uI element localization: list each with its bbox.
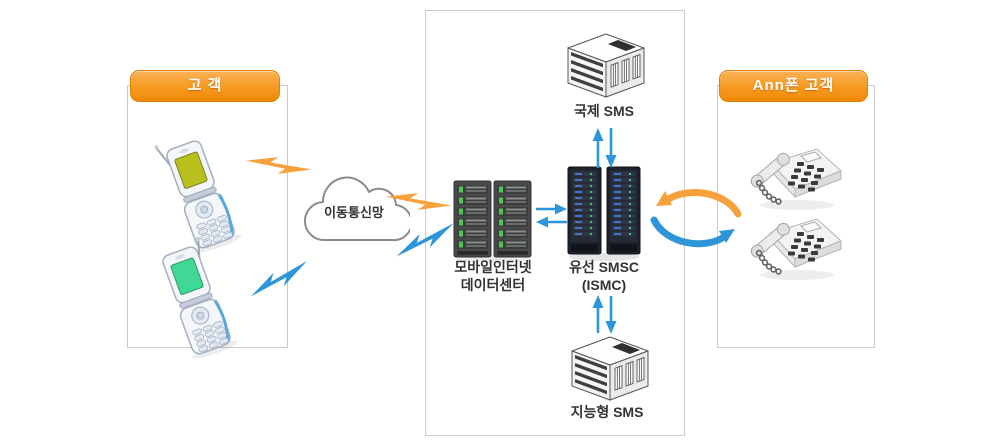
mobile-datacenter-racks-icon — [453, 180, 532, 263]
cloud-icon — [303, 176, 410, 242]
annphone-panel-title: Ann폰 고객 — [719, 70, 868, 102]
intelligent-sms-label: 지능형 SMS — [570, 404, 644, 420]
intelligent-sms-building-icon — [571, 336, 649, 401]
international-sms-label: 국제 SMS — [574, 103, 634, 119]
desk-phone-icon — [750, 218, 842, 280]
mobile-datacenter-label-line2: 데이터센터 — [460, 277, 526, 293]
annphone-panel — [717, 85, 875, 348]
desk-phone-icon — [750, 148, 842, 210]
mobile-datacenter-label: 모바일인터넷 데이터센터 — [433, 258, 553, 294]
flip-phone-green-icon — [162, 236, 238, 359]
mobile-network-label: 이동통신망 — [324, 204, 384, 220]
wired-smsc-racks-icon — [567, 166, 641, 261]
international-sms-building-icon — [567, 33, 645, 98]
customer-panel-title: 고 객 — [130, 70, 280, 102]
wired-smsc-label: 유선 SMSC (ISMC) — [544, 258, 664, 294]
mobile-datacenter-label-line1: 모바일인터넷 — [454, 259, 532, 275]
flip-phone-yellow-icon — [155, 140, 242, 253]
wired-smsc-label-line2: (ISMC) — [581, 277, 627, 293]
wired-smsc-label-line1: 유선 SMSC — [568, 259, 640, 275]
